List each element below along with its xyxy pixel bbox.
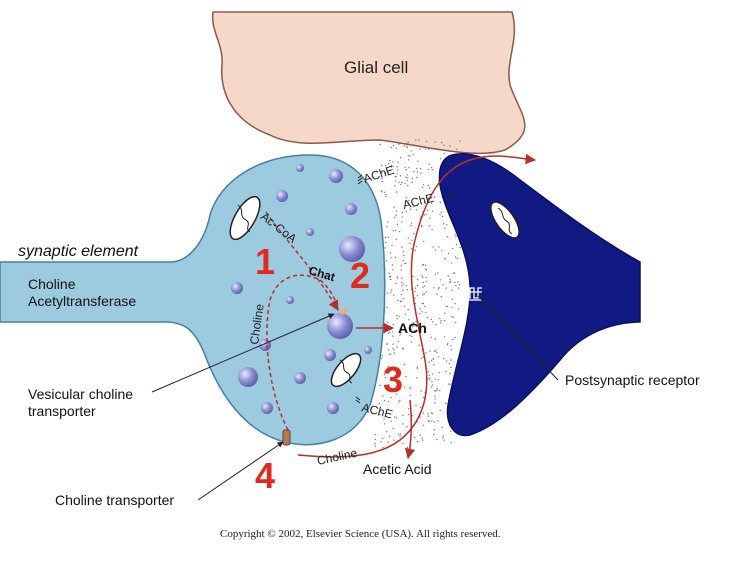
glial-cell xyxy=(211,11,526,155)
acetic-acid-label: Acetic Acid xyxy=(363,461,431,477)
ache-mark-bottom xyxy=(355,396,361,404)
postsynaptic-mitochondrion xyxy=(490,201,520,239)
vesicular-label-line2: transporter xyxy=(28,403,96,419)
ach-label: ACh xyxy=(398,320,427,336)
presynaptic-mitochondrion-top xyxy=(229,195,261,241)
ach-diffusion-arrow xyxy=(297,153,537,458)
presynaptic-title: synaptic element xyxy=(18,243,139,260)
vesicular-label-line1: Vesicular choline xyxy=(28,386,133,402)
synaptic-vesicles xyxy=(231,164,372,414)
acoa-pathway xyxy=(265,211,339,311)
acetic-acid-arrow xyxy=(404,399,416,460)
enzyme-label-line1: Choline xyxy=(28,276,76,292)
postsynaptic-element xyxy=(438,153,641,437)
choline-internal-pathway xyxy=(266,274,339,431)
synaptic-cleft-stipple xyxy=(374,139,463,449)
copyright-notice: Copyright © 2002, Elsevier Science (USA)… xyxy=(220,528,501,540)
step-number-4: 4 xyxy=(255,455,275,496)
choline-transporter-patch xyxy=(282,429,291,446)
vesicular-pointer-line xyxy=(151,313,335,393)
ache-top-label: AChE xyxy=(362,163,396,186)
choline-inside-label: Choline xyxy=(247,303,267,346)
choline-transporter-label: Choline transporter xyxy=(55,492,174,508)
choline-return-label: Choline xyxy=(316,446,359,468)
glial-cell-label: Glial cell xyxy=(344,58,408,77)
vesicular-transporter-patch xyxy=(339,307,348,316)
choline-transporter-pointer-line xyxy=(197,441,284,501)
step-number-3: 3 xyxy=(383,359,403,400)
receptor-pointer-line xyxy=(477,295,559,381)
presynaptic-mitochondrion-bottom xyxy=(330,352,362,388)
ache-mark-top xyxy=(357,174,363,185)
ache-post-label: AChE xyxy=(401,191,435,212)
ache-bottom-label: AChE xyxy=(360,400,394,421)
presynaptic-terminal xyxy=(0,154,386,446)
postsynaptic-receptor-icon xyxy=(462,287,482,301)
step-number-1: 1 xyxy=(255,241,275,282)
postsynaptic-receptor-label: Postsynaptic receptor xyxy=(565,372,700,388)
step-number-2: 2 xyxy=(350,255,370,296)
ache-mark-post xyxy=(447,191,453,198)
enzyme-label-line2: Acetyltransferase xyxy=(28,293,136,309)
